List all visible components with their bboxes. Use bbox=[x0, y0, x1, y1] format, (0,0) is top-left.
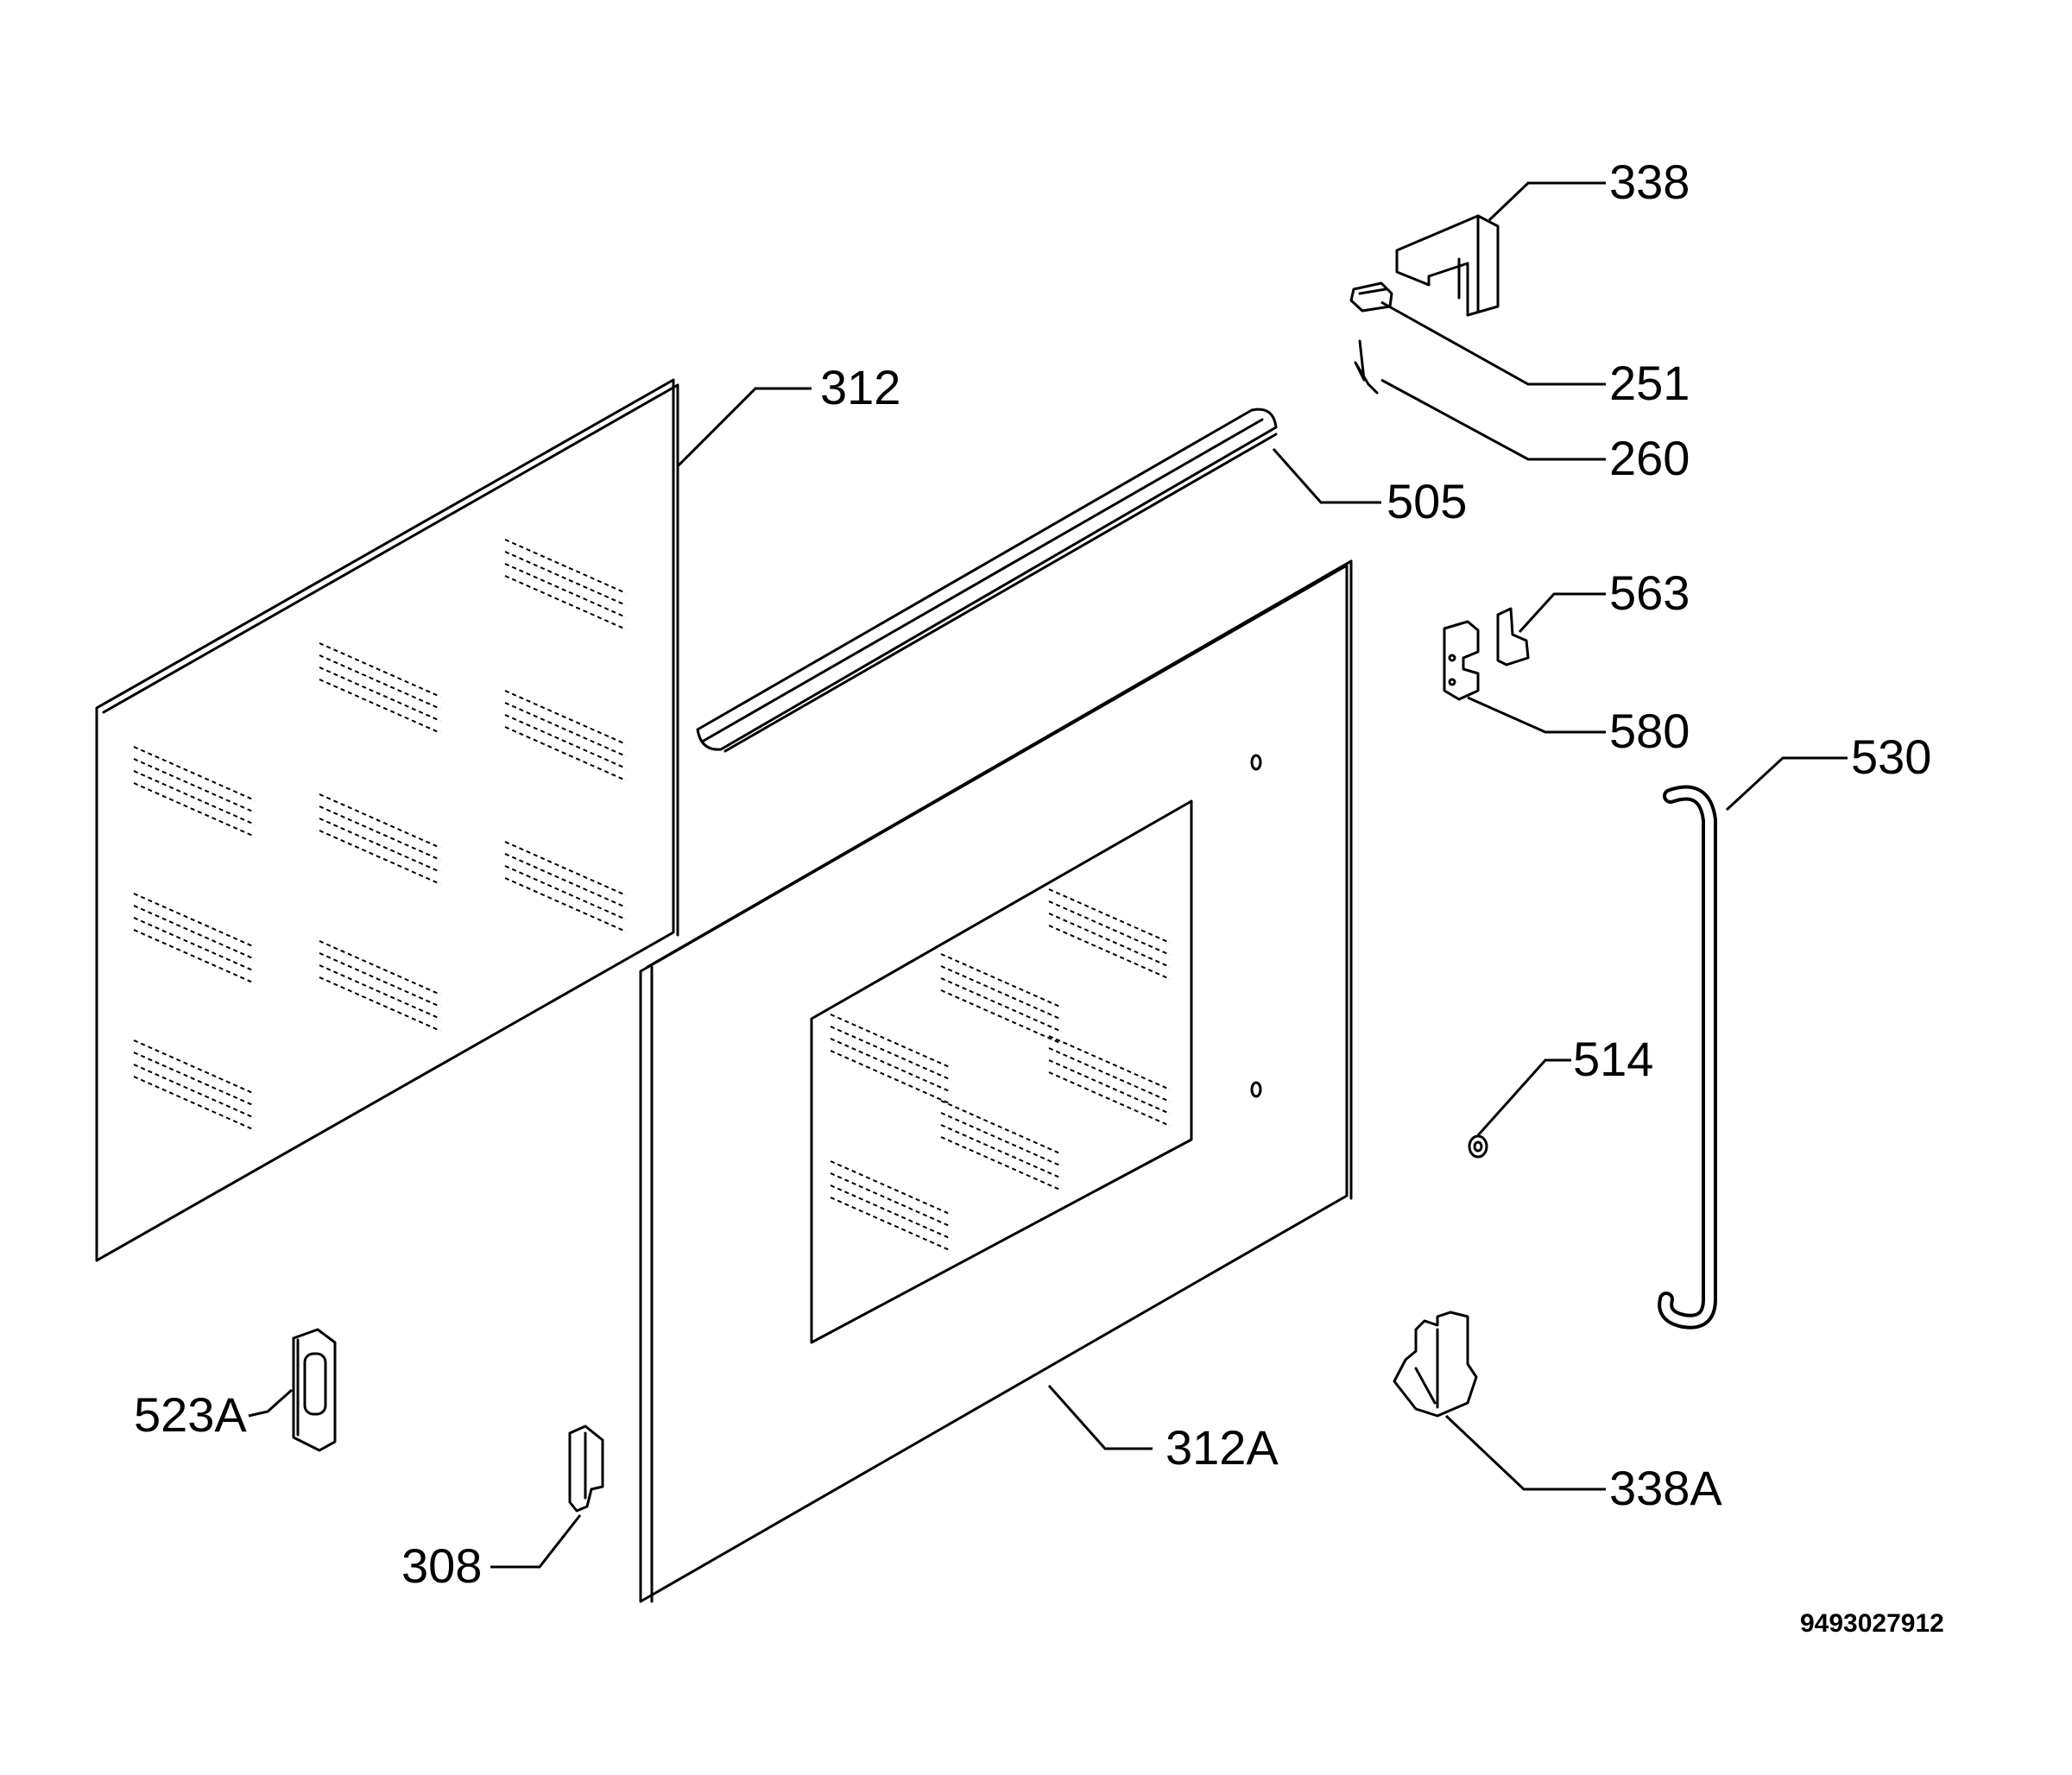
nut-514 bbox=[1468, 1134, 1488, 1159]
callout-505: 505 bbox=[1387, 474, 1467, 528]
hinge-cover-523A bbox=[292, 1328, 337, 1452]
callout-308: 308 bbox=[401, 1538, 482, 1593]
leader-lines bbox=[248, 181, 1848, 1569]
callout-563: 563 bbox=[1609, 565, 1690, 620]
small-clip-251 bbox=[1349, 281, 1393, 313]
callout-530: 530 bbox=[1851, 730, 1931, 784]
hinge-308 bbox=[568, 1424, 604, 1513]
spring-260 bbox=[1354, 339, 1379, 395]
top-end-cap-338 bbox=[1395, 214, 1500, 317]
callout-338: 338 bbox=[1609, 155, 1690, 209]
mounting-hole bbox=[1250, 1081, 1262, 1098]
callout-514: 514 bbox=[1573, 1032, 1653, 1086]
callout-251: 251 bbox=[1609, 356, 1690, 410]
callout-312A: 312A bbox=[1166, 1420, 1279, 1475]
callout-260: 260 bbox=[1609, 431, 1690, 485]
viewing-window bbox=[810, 799, 1193, 1344]
bottom-end-cap-338A bbox=[1393, 1311, 1478, 1418]
mounting-hole bbox=[1250, 754, 1262, 771]
document-number: 9493027912 bbox=[1800, 1609, 1944, 1638]
callout-580: 580 bbox=[1609, 704, 1690, 758]
outer-door-glass-312A bbox=[639, 559, 1353, 1603]
inner-glass-panel-312 bbox=[95, 378, 679, 1262]
small-bracket-563 bbox=[1496, 607, 1530, 666]
callout-338A: 338A bbox=[1609, 1461, 1722, 1515]
callout-labels: 338 251 260 312 505 563 580 530 514 523A… bbox=[134, 155, 1931, 1593]
bracket-580 bbox=[1443, 620, 1480, 701]
callout-523A: 523A bbox=[134, 1387, 247, 1442]
door-handle-530 bbox=[1658, 785, 1717, 1330]
callout-312: 312 bbox=[820, 360, 900, 414]
top-door-profile-505 bbox=[696, 407, 1278, 753]
